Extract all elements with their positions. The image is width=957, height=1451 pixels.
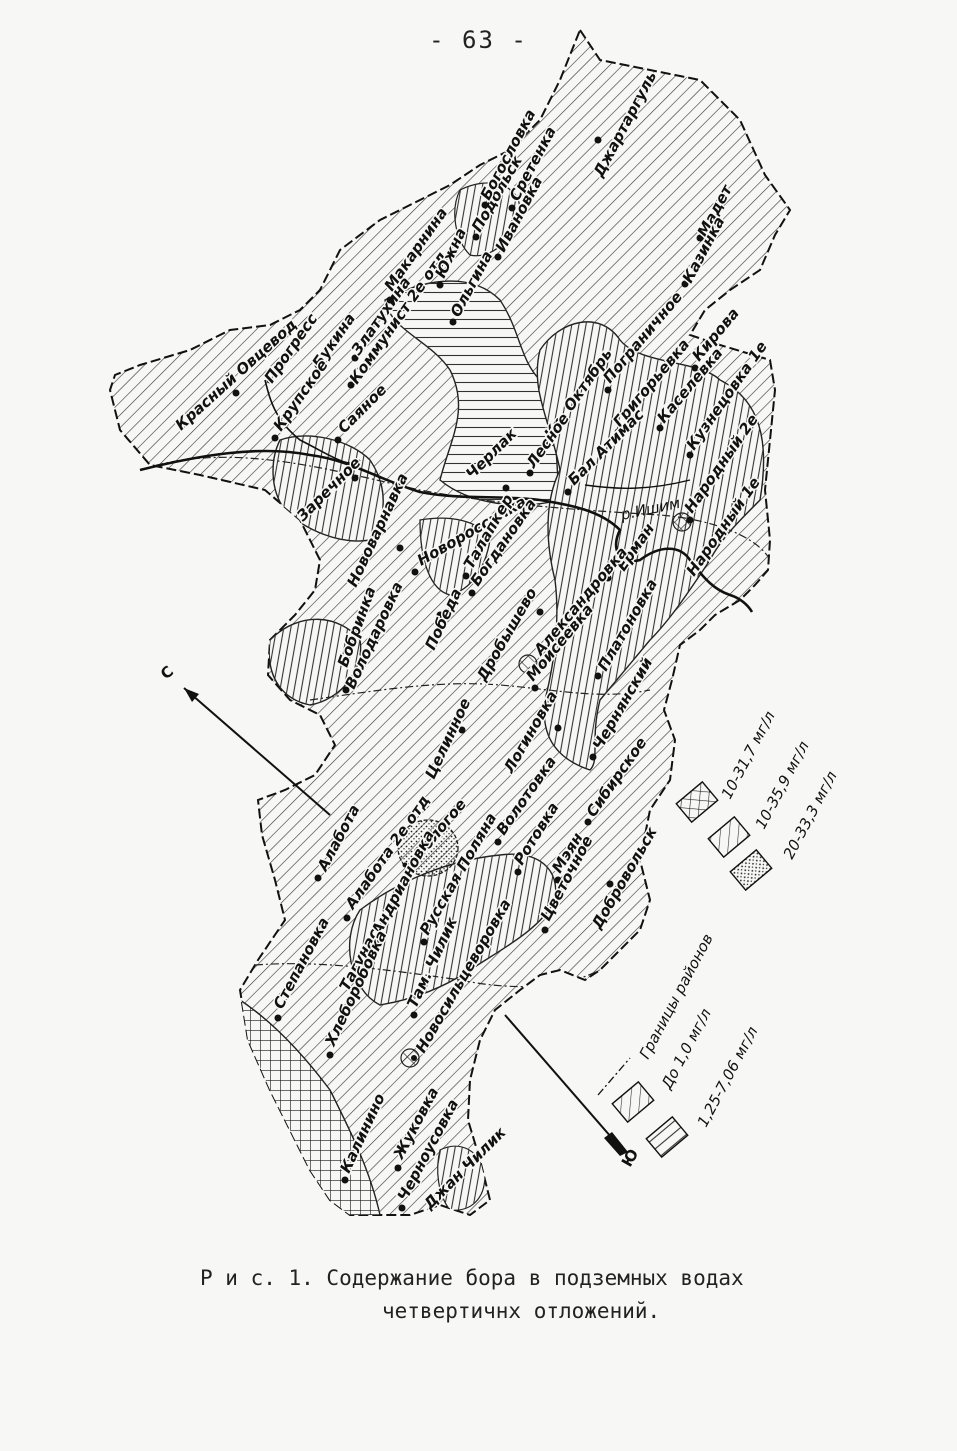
settlement-dot bbox=[544, 440, 552, 448]
settlement-dot bbox=[347, 381, 355, 389]
settlement-dot bbox=[564, 488, 572, 496]
settlement-dot bbox=[656, 424, 664, 432]
settlement-dot bbox=[402, 862, 408, 868]
legend-swatch-lines bbox=[611, 1080, 655, 1124]
settlement-dot bbox=[681, 280, 689, 288]
settlement-dot bbox=[351, 628, 359, 636]
legend-label-4: Границы районов bbox=[636, 931, 717, 1062]
legend-swatch-diagonal bbox=[707, 815, 751, 859]
settlement-dot bbox=[343, 914, 351, 922]
settlement-dot bbox=[502, 484, 510, 492]
settlement-dot bbox=[342, 686, 350, 694]
settlement-dot bbox=[468, 589, 476, 597]
caption-line-2: четвертичнх отложений. bbox=[382, 1299, 661, 1323]
compass-north-label: С bbox=[157, 662, 177, 683]
settlement-dot bbox=[348, 996, 356, 1004]
settlement-dot bbox=[686, 451, 694, 459]
settlement-dot bbox=[436, 611, 444, 619]
river-ishim bbox=[139, 449, 754, 613]
settlement-dot bbox=[594, 672, 602, 680]
settlement-dot bbox=[686, 516, 694, 524]
compass-arrow-north bbox=[183, 687, 331, 816]
settlement-dot bbox=[372, 938, 380, 946]
settlement-dot bbox=[594, 136, 602, 144]
legend-swatch-stipple bbox=[729, 848, 773, 892]
settlement-dot bbox=[606, 880, 614, 888]
settlement-dot bbox=[341, 1176, 349, 1184]
region-outline bbox=[108, 27, 792, 1217]
settlement-dot bbox=[458, 726, 466, 734]
settlement-dot bbox=[481, 201, 489, 209]
settlement-dot bbox=[554, 876, 562, 884]
settlement-dot bbox=[696, 234, 704, 242]
settlement-dot bbox=[584, 818, 592, 826]
settlement-dot bbox=[526, 469, 534, 477]
settlement-dot bbox=[536, 608, 544, 616]
settlement-dot bbox=[266, 376, 274, 384]
settlement-dot bbox=[271, 434, 279, 442]
settlement-dot bbox=[351, 354, 359, 362]
settlement-dot bbox=[472, 233, 480, 241]
settlement-dot bbox=[396, 544, 404, 552]
settlement-dot bbox=[334, 436, 342, 444]
settlement-dot bbox=[604, 386, 612, 394]
settlement-dot bbox=[554, 724, 562, 732]
settlement-dot bbox=[508, 204, 516, 212]
legend-label-6: 1,25-7,06 мг/л bbox=[694, 1023, 762, 1130]
settlement-dot bbox=[514, 868, 522, 876]
settlement-dot bbox=[411, 568, 419, 576]
settlement-dot bbox=[314, 361, 322, 369]
settlement-dot bbox=[614, 428, 622, 436]
settlement-dot bbox=[326, 1051, 334, 1059]
settlement-dot bbox=[604, 574, 612, 582]
caption-line-1: Р и с. 1. Содержание бора в подземных во… bbox=[200, 1266, 744, 1290]
settlement-dot bbox=[472, 1156, 480, 1164]
settlement-dot bbox=[411, 1055, 417, 1061]
settlement-dot bbox=[274, 1014, 282, 1022]
settlement-dot bbox=[232, 389, 240, 397]
page-number: - 63 - bbox=[429, 26, 528, 54]
zone-stipple bbox=[397, 819, 459, 877]
settlement-dot bbox=[314, 874, 322, 882]
legend-swatch-boundary bbox=[597, 1057, 631, 1096]
settlement-dot bbox=[541, 926, 549, 934]
legend-top: 10-31,7 мг/л 10-35,9 мг/л 20-33,3 мг/л bbox=[675, 708, 841, 892]
legend-swatch-horizontal bbox=[645, 1115, 689, 1159]
settlement-dot bbox=[732, 499, 740, 507]
settlement-dot bbox=[386, 296, 394, 304]
settlement-dot bbox=[436, 281, 444, 289]
settlement-dot bbox=[531, 684, 539, 692]
settlement-dot bbox=[541, 658, 549, 666]
settlement-dot bbox=[494, 253, 502, 261]
settlement-dot bbox=[351, 474, 359, 482]
legend-swatch-crosshatch bbox=[675, 780, 719, 824]
settlement-dot bbox=[691, 364, 699, 372]
settlement-dot bbox=[410, 1011, 418, 1019]
settlement-dot bbox=[589, 753, 597, 761]
legend-bottom: Границы районов До 1,0 мг/л 1,25-7,06 мг… bbox=[597, 931, 762, 1159]
compass-arrow-south bbox=[504, 1014, 619, 1146]
settlement-dot bbox=[394, 1164, 402, 1172]
settlement-dot bbox=[462, 572, 470, 580]
settlement-dot bbox=[398, 1204, 406, 1212]
settlement-dot bbox=[449, 318, 457, 326]
settlement-dot bbox=[420, 938, 428, 946]
settlement-dot bbox=[494, 838, 502, 846]
